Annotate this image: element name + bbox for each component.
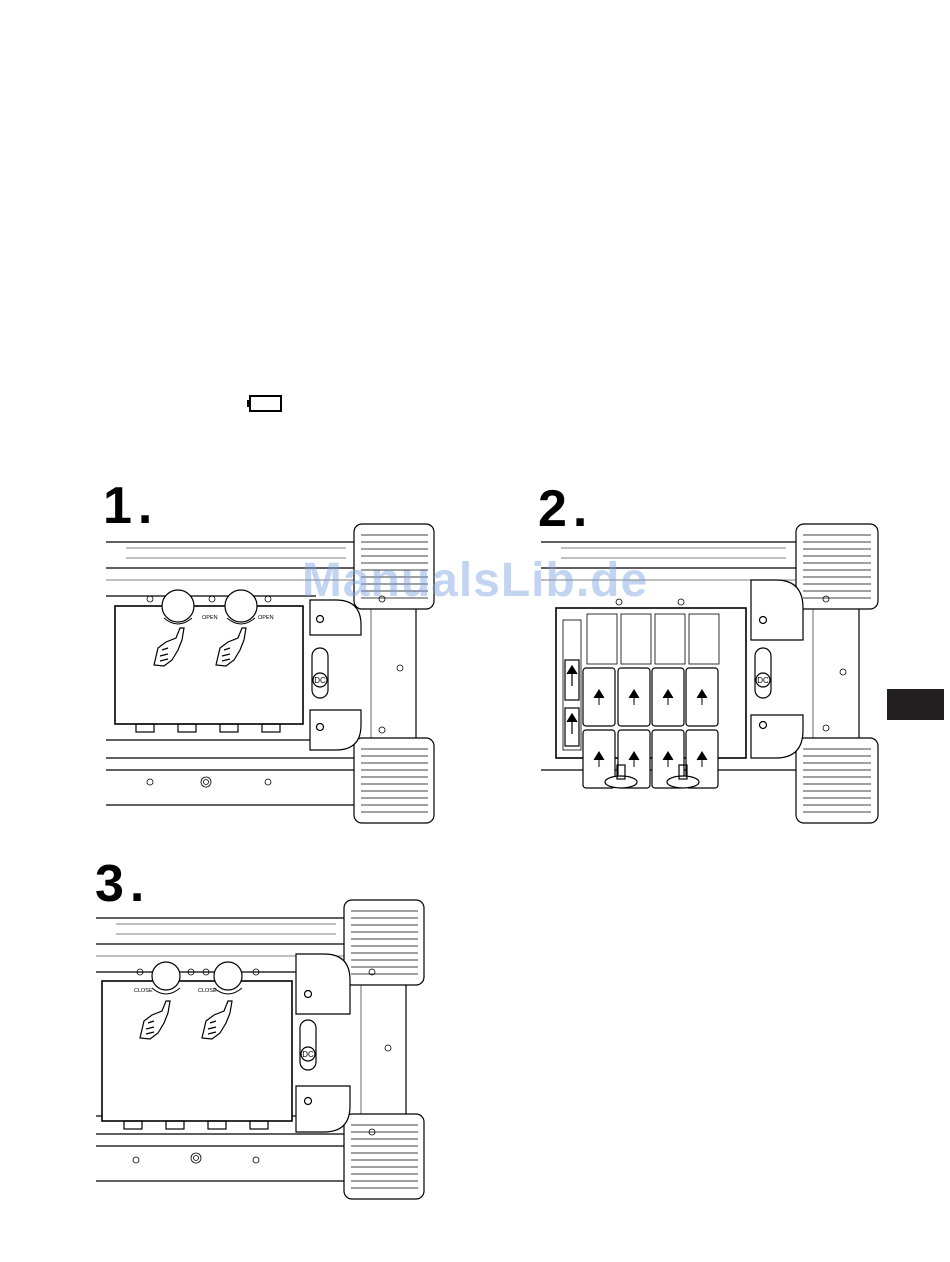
tread-top — [344, 900, 424, 985]
tread-bottom — [354, 738, 434, 823]
step-3-illustration: DC CLOSE CLOSE — [96, 896, 431, 1201]
knob-left-label: OPEN — [202, 615, 218, 621]
tread-bottom — [344, 1114, 424, 1199]
knob-right-label: CLOSE — [198, 988, 217, 994]
dc-port-label: DC — [314, 676, 326, 685]
section-tab-marker — [887, 689, 944, 720]
watermark: ManualsLib.de — [0, 553, 950, 608]
tread-bottom — [796, 738, 878, 823]
knob-left-label: CLOSE — [134, 988, 153, 994]
knob-right-label: OPEN — [258, 615, 274, 621]
dc-port-label: DC — [302, 1050, 314, 1059]
dc-port-label: DC — [757, 676, 769, 685]
battery-icon — [247, 395, 283, 412]
